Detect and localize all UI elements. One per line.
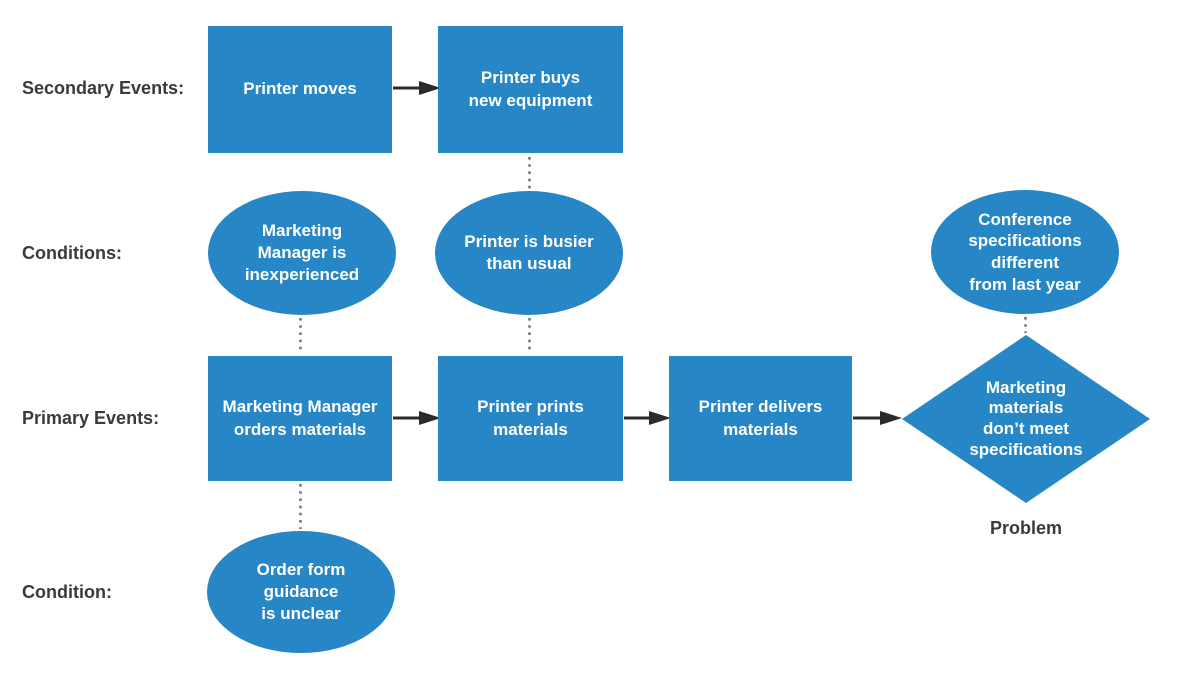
node-label: Order form guidance is unclear (256, 560, 346, 623)
arrow-prints-materials-to-delivers-materials (624, 411, 671, 425)
node-label: Printer prints materials (477, 397, 584, 439)
row-label-condition: Condition: (22, 582, 112, 602)
node-conference-specifications-different: Conference specifications different from… (931, 190, 1119, 314)
node-marketing-manager-inexperienced: Marketing Manager is inexperienced (208, 191, 396, 315)
node-marketing-manager-orders-materials: Marketing Manager orders materials (208, 356, 392, 481)
node-printer-prints-materials: Printer prints materials (438, 356, 623, 481)
node-label: Printer moves (243, 79, 357, 99)
problem-caption: Problem (989, 518, 1063, 538)
node-printer-delivers-materials: Printer delivers materials (669, 356, 852, 481)
node-label: Marketing Manager is inexperienced (244, 221, 360, 284)
node-printer-moves: Printer moves (208, 26, 392, 153)
node-printer-busier-than-usual: Printer is busier than usual (435, 191, 623, 315)
node-label: Printer delivers materials (698, 397, 823, 439)
node-printer-buys-new-equipment: Printer buys new equipment (438, 26, 623, 153)
node-order-form-guidance-unclear: Order form guidance is unclear (207, 531, 395, 653)
row-label-secondary-events: Secondary Events: (22, 78, 185, 98)
node-label: Marketing materials don’t meet specifica… (969, 377, 1083, 459)
node-label: Conference specifications different from… (968, 209, 1082, 294)
node-label: Printer buys new equipment (468, 68, 593, 110)
row-label-primary-events: Primary Events: (22, 408, 160, 428)
arrow-delivers-materials-to-problem-diamond (853, 411, 902, 425)
arrow-orders-materials-to-prints-materials (393, 411, 441, 425)
node-label: Marketing Manager orders materials (222, 397, 378, 439)
node-label: Printer is busier than usual (464, 232, 594, 273)
row-label-conditions: Conditions: (22, 243, 122, 263)
node-marketing-materials-dont-meet-specifications: Marketing materials don’t meet specifica… (902, 335, 1150, 503)
arrow-printer-moves-to-printer-buys (393, 81, 441, 95)
